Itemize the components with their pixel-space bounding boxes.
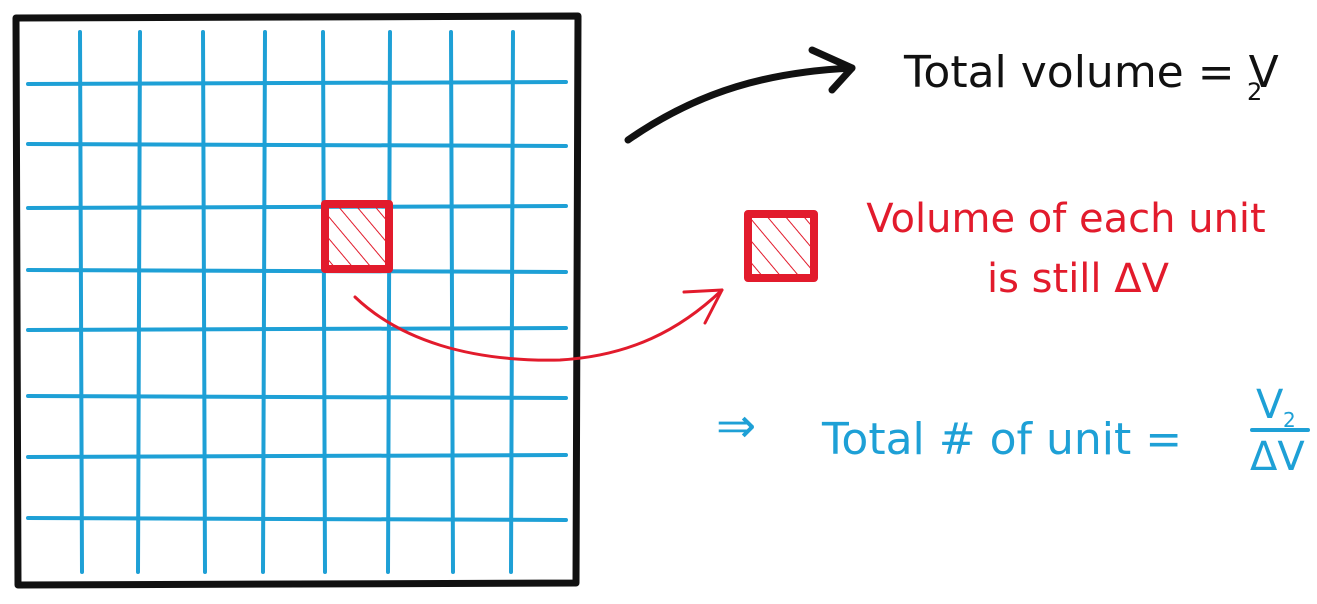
- total-volume-label: Total volume = V 2: [903, 47, 1279, 106]
- unit-volume-line2: is still ΔV: [987, 256, 1170, 302]
- grid-horizontal-line: [26, 394, 568, 400]
- grid-vertical-line: [386, 30, 392, 574]
- total-volume-text: Total volume = V: [903, 47, 1279, 98]
- grid-horizontal-line: [26, 326, 568, 332]
- fraction-numerator-subscript: 2: [1283, 408, 1296, 432]
- total-volume-subscript: 2: [1247, 78, 1262, 106]
- enlarged-unit: [744, 210, 818, 282]
- unit-volume-line1: Volume of each unit: [866, 196, 1265, 242]
- fraction-denominator: ΔV: [1250, 434, 1305, 480]
- grid-horizontal-line: [26, 142, 568, 148]
- grid-vertical-line: [261, 30, 267, 574]
- unit-arrow: [353, 288, 724, 362]
- grid-vertical-line: [449, 30, 455, 574]
- grid-highlighted-unit: [321, 200, 393, 273]
- container-box: [12, 12, 582, 589]
- total-volume-arrowhead: [808, 46, 856, 94]
- grid-horizontal-line: [26, 268, 568, 274]
- grid-vertical-line: [136, 30, 142, 574]
- unit-arrow-shaft: [353, 288, 724, 362]
- total-volume-arrow: [624, 46, 856, 144]
- grid-horizontal-line: [26, 453, 568, 459]
- grid-horizontal-line: [26, 204, 568, 210]
- unit-arrowhead: [682, 288, 724, 325]
- grid-vertical-line: [78, 30, 84, 574]
- grid-vertical-line: [321, 30, 327, 574]
- grid-lines: [26, 30, 568, 574]
- unit-volume-label: Volume of each unit is still ΔV: [866, 196, 1265, 302]
- implies-icon: ⇒: [716, 398, 756, 454]
- fraction-numerator: V: [1256, 382, 1284, 428]
- total-volume-arrow-shaft: [624, 64, 856, 144]
- grid-horizontal-line: [26, 80, 568, 86]
- grid-vertical-line: [201, 30, 207, 574]
- total-units-text: Total # of unit =: [821, 414, 1182, 465]
- grid-horizontal-line: [26, 516, 568, 522]
- total-units-label: ⇒ Total # of unit = V 2 ΔV: [716, 382, 1310, 480]
- grid-vertical-line: [509, 30, 515, 574]
